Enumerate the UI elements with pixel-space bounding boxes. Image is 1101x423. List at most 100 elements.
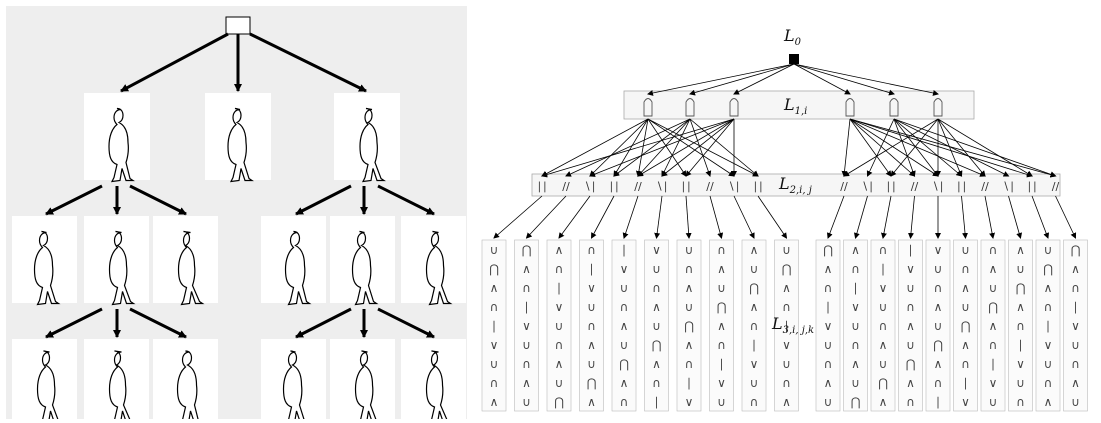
- arrow-l2-to-l3: [295, 307, 352, 339]
- level3-shape-icon: ∪: [685, 300, 694, 314]
- edge-l2-l3: [493, 195, 543, 239]
- level3-silhouette: [330, 339, 395, 419]
- label-l0-sub: 0: [794, 37, 801, 49]
- level3-shape-icon: ∧: [851, 243, 860, 257]
- level3-column: [579, 239, 604, 412]
- level3-column: [898, 239, 923, 412]
- level3-shape-icon: ⋂: [933, 338, 943, 352]
- level3-shape-icon: ⋂: [684, 319, 694, 333]
- level3-shape-icon: ∧: [989, 319, 998, 333]
- level2-shape-icon: ∕∕: [981, 180, 989, 193]
- level3-silhouette: [153, 339, 218, 419]
- level3-shape-icon: ⋂: [851, 395, 861, 409]
- level3-shape-icon: ∩: [685, 262, 694, 276]
- level3-column: [953, 239, 978, 412]
- level2-shape-icon: ∣∣: [609, 180, 620, 193]
- level3-shape-icon: ⋂: [906, 357, 916, 371]
- level3-shape-icon: ∪: [522, 338, 531, 352]
- level3-column: [644, 239, 669, 412]
- level3-shape-icon: ∪: [851, 319, 860, 333]
- right-tree-panel: ∣∣∕∕∖∣∣∣∕∕∖∣∣∣∕∕∖∣∣∣∕∕∖∣∣∣∕∕∖∣∣∣∕∕∖∣∣∣∕∕…: [476, 0, 1101, 423]
- level2-shape-icon: ∖∣: [656, 180, 669, 193]
- person-silhouette-icon: [108, 230, 136, 306]
- person-silhouette-icon: [108, 350, 131, 419]
- level3-shape-icon: ∨: [652, 243, 661, 257]
- level3-shape-icon: ∩: [685, 357, 694, 371]
- edge-l1-l2: [541, 118, 735, 178]
- level3-shape-icon: ⋂: [1016, 281, 1026, 295]
- level3-shape-icon: ∨: [620, 262, 629, 276]
- level3-column: [1008, 239, 1033, 412]
- edge-l0-l1: [647, 63, 795, 96]
- edge-l1-l2: [689, 118, 712, 177]
- level3-shape-icon: ∧: [685, 338, 694, 352]
- level3-shape-icon: ∪: [717, 395, 726, 409]
- level3-shape-icon: ∣: [686, 376, 692, 390]
- level3-shape-icon: ∣: [990, 357, 996, 371]
- level3-shape-icon: ∧: [555, 243, 564, 257]
- level3-shape-icon: ∣: [589, 262, 595, 276]
- level3-shape-icon: ⋂: [619, 357, 629, 371]
- level3-shape-icon: ∨: [934, 243, 943, 257]
- edge-l1-l2: [635, 118, 649, 177]
- level1-silhouette: [84, 93, 150, 183]
- person-silhouette-icon: [354, 350, 377, 419]
- level2-bar: [531, 173, 1061, 197]
- level3-shape-icon: ∩: [522, 281, 531, 295]
- level3-shape-icon: ∪: [961, 243, 970, 257]
- level3-shape-icon: ∩: [934, 376, 943, 390]
- level3-column: [843, 239, 868, 412]
- person-silhouette-icon: [282, 350, 305, 419]
- label-l3: L3,i, j,k: [772, 314, 814, 336]
- level3-shape-icon: ∣: [556, 281, 562, 295]
- edge-l2-l3: [654, 195, 663, 239]
- edge-l1-l2: [849, 118, 1033, 178]
- level3-column: [514, 239, 539, 412]
- arrow-l1-to-l2: [295, 184, 352, 216]
- level3-shape-icon: ∩: [879, 319, 888, 333]
- level3-shape-icon: ∧: [824, 376, 833, 390]
- edge-l1-l2: [589, 118, 735, 177]
- level3-shape-icon: ∨: [1044, 338, 1053, 352]
- edge-l1-l2: [893, 118, 1010, 177]
- level3-shape-icon: ∪: [824, 338, 833, 352]
- level3-shape-icon: ∪: [1044, 357, 1053, 371]
- level2-silhouette: [12, 216, 77, 306]
- level3-column: [980, 239, 1006, 412]
- level3-column: [815, 239, 841, 412]
- level3-shape-icon: ⋂: [522, 243, 532, 257]
- level3-shape-icon: ∩: [1044, 376, 1053, 390]
- level3-shape-icon: ∨: [824, 319, 833, 333]
- level3-shape-icon: ∧: [522, 376, 531, 390]
- edge-l2-l3: [826, 195, 845, 239]
- level3-shape-icon: ⋂: [823, 243, 833, 257]
- level3-column: [925, 239, 951, 412]
- edge-l1-l2: [890, 118, 939, 177]
- edge-l0-l1: [793, 63, 851, 95]
- edge-l1-l2: [893, 118, 939, 177]
- level3-shape-icon: ∨: [989, 376, 998, 390]
- level3-shape-icon: ∧: [1071, 262, 1080, 276]
- level3-shape-icon: ∨: [906, 262, 915, 276]
- level3-shape-icon: ∧: [906, 376, 915, 390]
- level3-shape-icon: ∩: [490, 300, 499, 314]
- edge-l1-l2: [841, 118, 851, 177]
- level3-shape-icon: ∧: [1044, 395, 1053, 409]
- level3-shape-icon: ∨: [851, 300, 860, 314]
- label-l0-base: L: [784, 26, 795, 45]
- level3-shape-icon: ∨: [879, 281, 888, 295]
- level3-shape-icon: ∪: [1071, 395, 1080, 409]
- level1-shape-icon: [643, 98, 653, 117]
- level3-shape-icon: ⋂: [1071, 243, 1081, 257]
- level3-shape-icon: ∧: [490, 395, 499, 409]
- level2-shape-icon: ∣∣: [681, 180, 692, 193]
- level3-shape-icon: ∩: [555, 262, 564, 276]
- edge-l1-l2: [647, 118, 759, 177]
- level3-shape-icon: ∩: [906, 300, 915, 314]
- edge-l1-l2: [613, 118, 649, 177]
- level3-shape-icon: ∪: [750, 262, 759, 276]
- person-silhouette-icon: [36, 350, 59, 419]
- edge-l0-l1: [689, 63, 795, 96]
- edge-l2-l3: [984, 195, 996, 239]
- level3-shape-icon: ⋂: [652, 338, 662, 352]
